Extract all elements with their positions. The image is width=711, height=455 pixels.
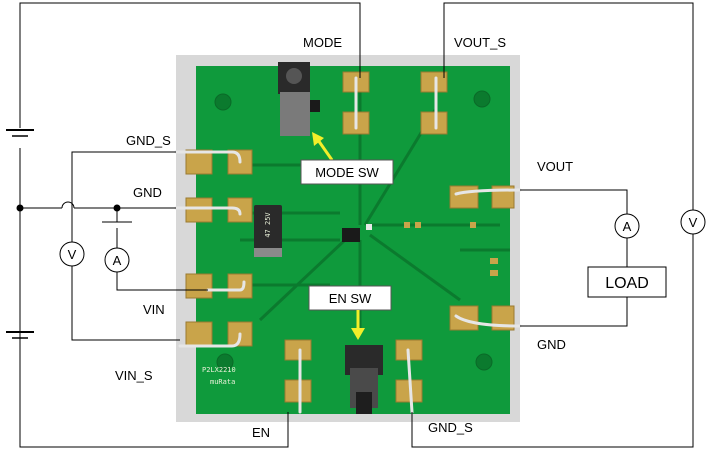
board-maker: muRata [210, 378, 235, 386]
junction-dot [16, 204, 24, 212]
label-vout-s: VOUT_S [454, 35, 506, 50]
smd-parts [404, 222, 498, 276]
svg-text:V: V [68, 247, 77, 262]
mounting-holes [214, 90, 493, 371]
label-gnd-s-left: GND_S [126, 133, 171, 148]
junction-dot [113, 204, 121, 212]
ic-chip [342, 228, 360, 242]
mode-switch[interactable] [278, 62, 320, 136]
load-label: LOAD [605, 275, 649, 292]
ic-chip-small [366, 224, 372, 230]
label-mode: MODE [303, 35, 342, 50]
battery-top [6, 129, 34, 137]
en-sw-label: EN SW [329, 291, 372, 306]
label-gnd-left: GND [133, 185, 162, 200]
svg-text:V: V [689, 215, 698, 230]
load-box: LOAD [587, 266, 667, 298]
svg-text:A: A [113, 253, 122, 268]
ammeter-right: A [614, 213, 640, 239]
mode-sw-callout: MODE SW [300, 132, 394, 185]
label-gnd-right: GND [537, 337, 566, 352]
capacitor-marking: 47 25V [264, 212, 272, 238]
label-en: EN [252, 425, 270, 440]
en-sw-callout: EN SW [308, 285, 392, 340]
en-switch[interactable] [345, 345, 383, 414]
ammeter-left: A [104, 247, 130, 273]
svg-text:A: A [623, 219, 632, 234]
board-part-number: P2LX2210 [202, 366, 236, 374]
label-vin-s: VIN_S [115, 368, 153, 383]
electrolytic-capacitor: 47 25V [254, 205, 282, 257]
voltmeter-left: V [59, 241, 85, 267]
label-vin: VIN [143, 302, 165, 317]
label-gnd-s-bottom: GND_S [428, 420, 473, 435]
battery-bottom [6, 331, 34, 339]
voltmeter-right: V [680, 209, 706, 235]
label-vout: VOUT [537, 159, 573, 174]
lead-wires [174, 76, 522, 414]
circuit-wires [19, 2, 694, 448]
mode-sw-label: MODE SW [315, 165, 379, 180]
